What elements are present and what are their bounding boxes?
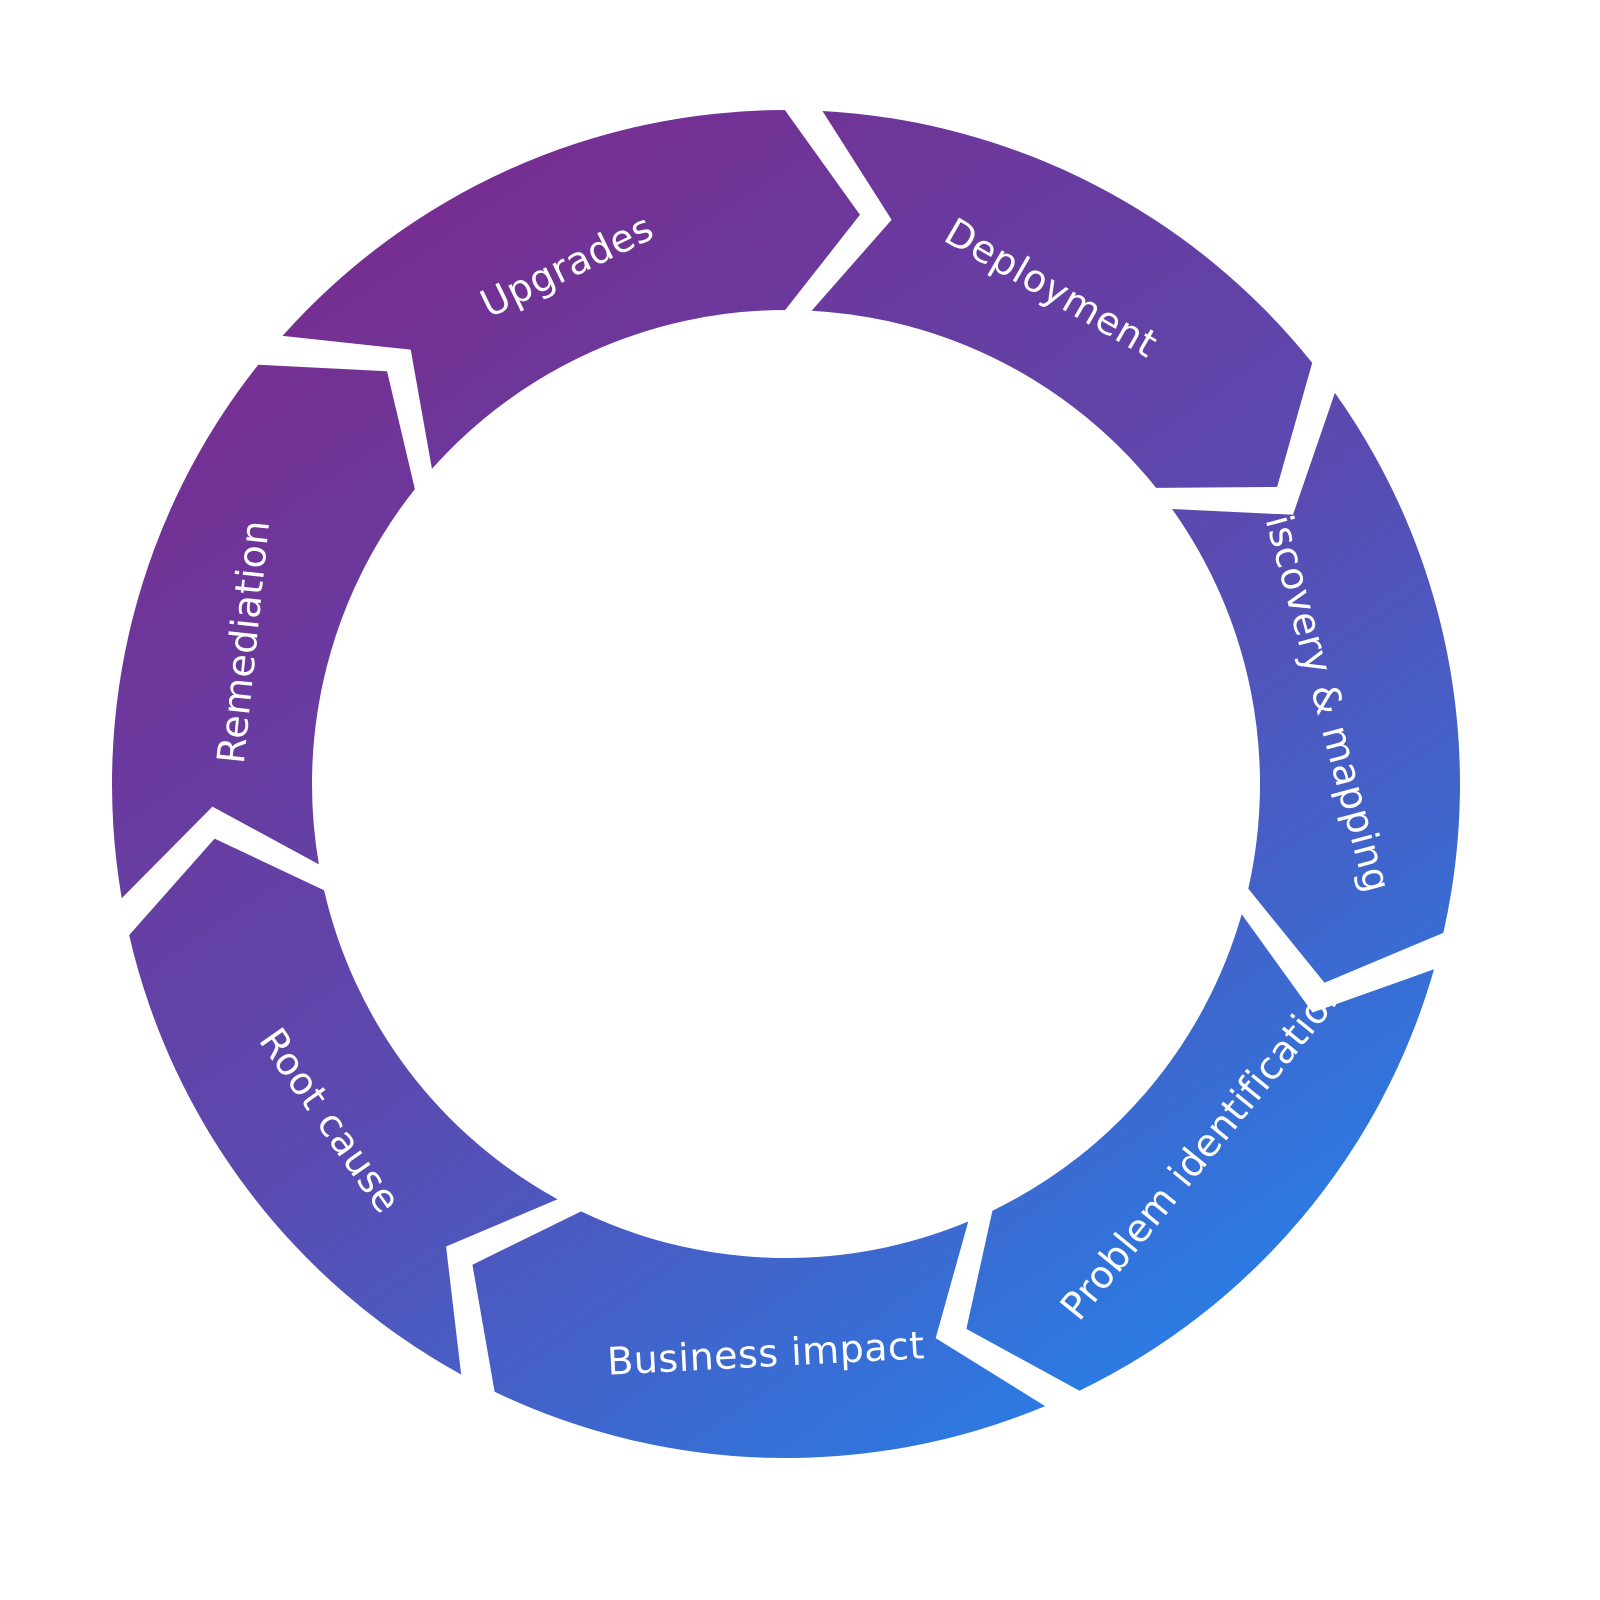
segment-discovery-mapping xyxy=(1172,392,1460,983)
segment-remediation xyxy=(112,364,415,899)
segment-problem-identification xyxy=(966,914,1435,1391)
segment-business-impact xyxy=(472,1211,1046,1458)
segment-root-cause xyxy=(129,838,558,1375)
segments-group xyxy=(112,110,1460,1458)
segment-upgrades xyxy=(282,110,860,469)
segment-deployment xyxy=(811,110,1313,488)
